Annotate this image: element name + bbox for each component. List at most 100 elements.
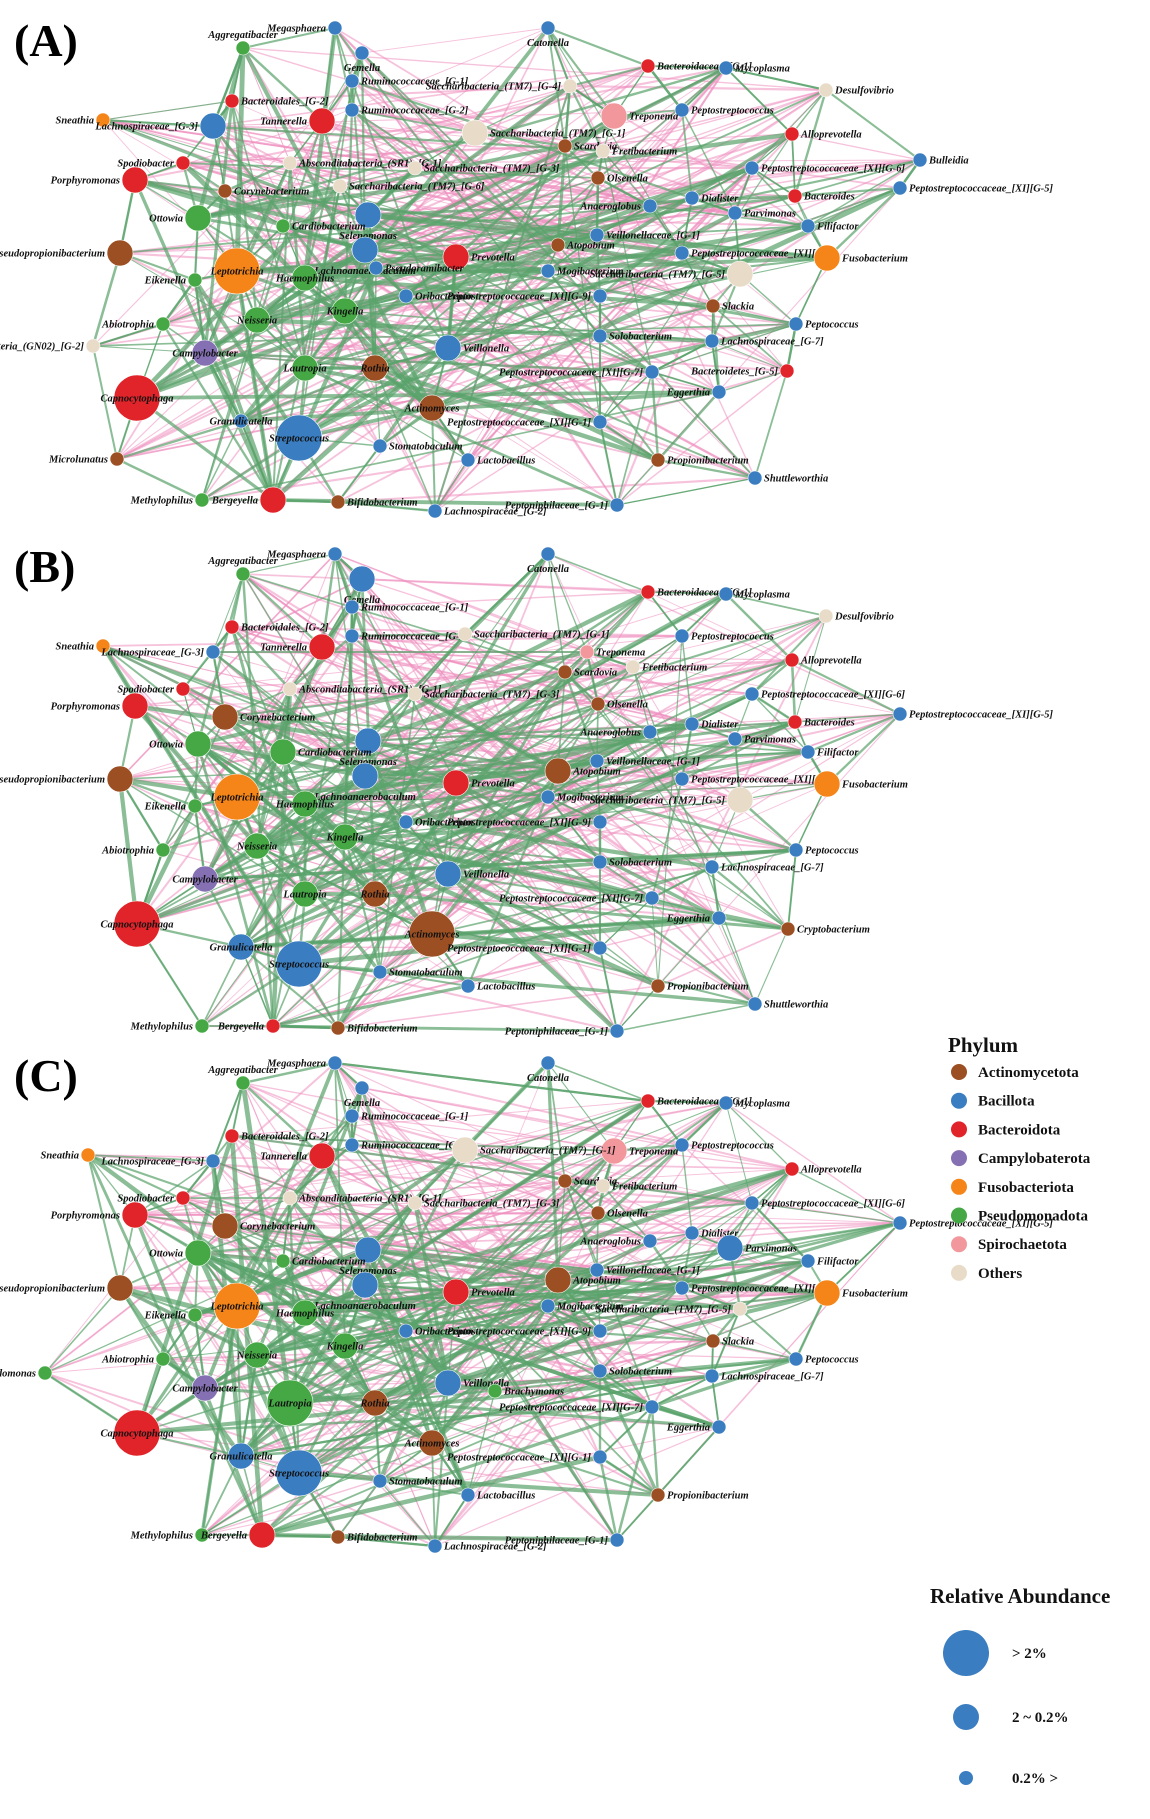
node-circle — [684, 1225, 700, 1241]
node-label: Scardovia — [574, 142, 617, 153]
positive-edge — [494, 1202, 753, 1392]
node-label: Bergeyella — [217, 1022, 264, 1033]
positive-edge — [351, 632, 466, 638]
node-label: Neisseria — [236, 1351, 277, 1362]
node-circle — [155, 316, 171, 332]
positive-edge — [446, 256, 458, 349]
node-bacteroidales-g-2: Bacteroidales_[G-2] — [224, 93, 329, 109]
node-circle — [187, 798, 203, 814]
node-saccharibacteria-tm7-g-5: Saccharibacteria_(TM7)_[G-5] — [596, 1301, 748, 1317]
node-label: Saccharibacteria_(TM7)_[G-1] — [480, 1146, 616, 1157]
node-label: Fusobacterium — [841, 1289, 908, 1300]
node-saccharibacteria-tm7-g-6: Saccharibacteria_(TM7)_[G-6] — [332, 178, 485, 194]
network-panel-0: (A)MegasphaeraCatonellaAggregatibacterGe… — [0, 15, 1054, 519]
node-label: Dialister — [700, 1229, 739, 1240]
node-catonella: Catonella — [527, 546, 569, 575]
node-label: Peptoniphilaceae_[G-1] — [505, 501, 609, 512]
node-circle — [407, 1195, 423, 1211]
positive-edge — [334, 1061, 649, 1103]
node-bergeyella: Bergeyella — [211, 486, 287, 514]
negative-edge — [119, 778, 258, 847]
positive-edge — [204, 1305, 549, 1389]
negative-edge — [616, 615, 827, 1032]
positive-edge — [261, 1340, 714, 1536]
node-circle — [233, 413, 249, 429]
node-tannerella: Tannerella — [260, 1142, 336, 1170]
node-solobacterium: Solobacterium — [592, 1363, 672, 1379]
node-veillonellaceae-g-1: Veillonellaceae_[G-1] — [589, 227, 700, 243]
positive-edge — [282, 1197, 291, 1262]
positive-edge — [597, 666, 634, 705]
node-gemella: Gemella — [344, 1080, 380, 1109]
node-label: Desulfovibrio — [834, 86, 894, 97]
nodes: MegasphaeraCatonellaAggregatibacterGemel… — [0, 546, 1054, 1039]
negative-edge — [102, 635, 683, 647]
node-circle — [579, 644, 595, 660]
node-circle — [609, 497, 625, 513]
node-circle — [368, 260, 384, 276]
abundance-item-1: 2 ~ 0.2% — [953, 1704, 1069, 1730]
node-abiotrophia: Abiotrophia — [101, 1351, 171, 1367]
node-abiotrophia: Abiotrophia — [101, 842, 171, 858]
node-circle — [291, 354, 319, 382]
node-label: Dialister — [700, 194, 739, 205]
node-circle — [418, 394, 446, 422]
abundance-swatch — [943, 1630, 989, 1676]
node-veillonella: Veillonella — [434, 860, 509, 888]
node-label: Mogibacterium — [556, 793, 624, 804]
node-gemella: Gemella — [344, 45, 380, 74]
node-pseudopropionibacterium: Pseudopropionibacterium — [0, 239, 134, 267]
node-circle — [544, 757, 572, 785]
positive-edge — [351, 1144, 618, 1541]
node-circle — [282, 155, 298, 171]
node-circle — [640, 584, 656, 600]
node-fretibacterium: Fretibacterium — [625, 659, 707, 675]
node-rothia: Rothia — [359, 880, 390, 908]
positive-edge — [102, 645, 306, 805]
node-label: Saccharibacteria_(TM7)_[G-6] — [349, 182, 485, 193]
node-lachnospiraceae-g-7: Lachnospiraceae_[G-7] — [704, 333, 824, 349]
positive-edge — [729, 1168, 793, 1249]
node-label: Shuttleworthia — [764, 1000, 828, 1011]
node-circle — [191, 865, 219, 893]
positive-edge — [447, 347, 756, 479]
node-bifidobacterium: Bifidobacterium — [330, 1020, 418, 1036]
node-kingella: Kingella — [326, 1332, 363, 1360]
positive-edge — [240, 692, 753, 949]
positive-edge — [725, 67, 793, 135]
phylum-legend-title: Phylum — [948, 1033, 1019, 1057]
node-solobacterium: Solobacterium — [592, 328, 672, 344]
node-treponema: Treponema — [600, 1137, 678, 1165]
negative-edge — [632, 666, 789, 930]
node-shuttleworthia: Shuttleworthia — [747, 996, 828, 1012]
positive-edge — [182, 1160, 214, 1199]
positive-edge — [711, 866, 789, 930]
node-circle — [398, 1323, 414, 1339]
node-label: Spodiobacter — [117, 1194, 174, 1205]
positive-edge — [364, 225, 809, 251]
positive-edge — [681, 1287, 714, 1342]
node-cardiobacterium: Cardiobacterium — [275, 218, 366, 234]
positive-edge — [794, 159, 921, 197]
negative-edge — [647, 591, 793, 661]
node-pseudopropionibacterium: Pseudopropionibacterium — [0, 1274, 134, 1302]
node-label: Propionibacterium — [667, 982, 749, 993]
positive-edge — [599, 861, 653, 899]
node-lachnospiraceae-g-7: Lachnospiraceae_[G-7] — [704, 859, 824, 875]
negative-edge — [119, 739, 369, 781]
node-circle — [199, 112, 227, 140]
node-circle — [351, 236, 379, 264]
positive-edge — [224, 161, 291, 193]
node-label: Alloprevotella — [800, 656, 862, 667]
node-label: Anaeroglobus — [579, 728, 641, 739]
node-label: Lachnospiraceae_[G-7] — [720, 337, 824, 348]
node-label: Mogibacterium — [556, 267, 624, 278]
node-circle — [684, 190, 700, 206]
node-solobacterium: Solobacterium — [592, 854, 672, 870]
legend-swatch — [951, 1121, 967, 1138]
node-circle — [747, 996, 763, 1012]
positive-edge — [361, 52, 756, 479]
negative-edge — [212, 125, 651, 207]
node-circle — [275, 940, 323, 988]
positive-edge — [44, 1100, 649, 1374]
